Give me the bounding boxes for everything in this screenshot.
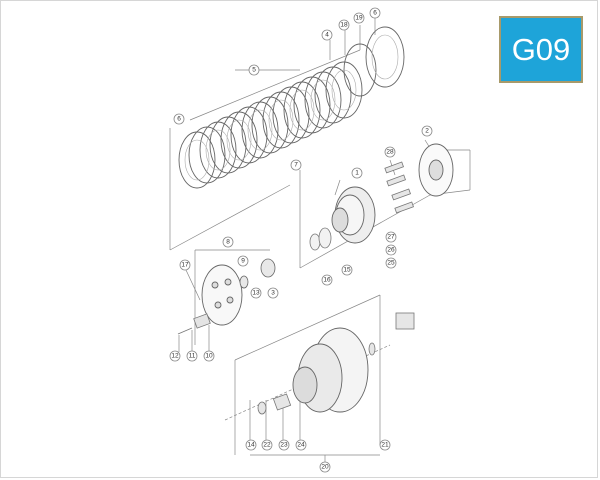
shaft-parts	[257, 312, 415, 415]
spring-bolts	[384, 161, 414, 214]
svg-text:24: 24	[297, 442, 305, 449]
svg-text:9: 9	[241, 258, 245, 265]
spring-and-bolt	[177, 313, 211, 335]
svg-text:3: 3	[271, 290, 275, 297]
section-code-badge: G09	[499, 16, 583, 83]
callout-26: 26	[385, 244, 397, 256]
callout-12: 12	[169, 350, 181, 362]
svg-text:2: 2	[425, 128, 429, 135]
callout-6-left: 6	[173, 113, 185, 125]
clutch-basket	[292, 327, 369, 413]
washer	[309, 227, 332, 251]
callout-7: 7	[290, 159, 302, 171]
callout-13: 13	[250, 287, 262, 299]
callout-27: 27	[385, 231, 397, 243]
callout-5: 5	[248, 64, 260, 76]
svg-text:23: 23	[280, 442, 288, 449]
callout-2: 2	[421, 125, 433, 137]
clutch-plate-stack	[178, 26, 405, 189]
svg-text:6: 6	[373, 10, 377, 17]
callout-20: 20	[319, 461, 331, 473]
svg-text:7: 7	[294, 162, 298, 169]
svg-text:21: 21	[381, 442, 389, 449]
svg-text:10: 10	[205, 353, 213, 360]
svg-text:11: 11	[189, 353, 196, 360]
svg-text:27: 27	[387, 234, 395, 241]
svg-text:25: 25	[387, 260, 395, 267]
callout-24: 24	[295, 439, 307, 451]
svg-text:15: 15	[343, 267, 351, 274]
svg-text:5: 5	[252, 67, 256, 74]
callout-23: 23	[278, 439, 290, 451]
bearing	[239, 258, 276, 289]
callout-11: 11	[186, 350, 198, 362]
svg-text:20: 20	[321, 464, 329, 471]
callout-8: 8	[222, 236, 234, 248]
callout-25: 25	[385, 257, 397, 269]
svg-text:14: 14	[247, 442, 255, 449]
callout-markers: 6 19 18 4 5 6 2 28 7 1 8 9 3 13 17 16 15…	[169, 7, 433, 473]
svg-text:8: 8	[226, 239, 230, 246]
svg-text:26: 26	[387, 247, 395, 254]
pressure-plate	[418, 143, 454, 197]
callout-16: 16	[321, 274, 333, 286]
svg-text:19: 19	[355, 15, 363, 22]
svg-text:6: 6	[177, 116, 181, 123]
callout-1: 1	[351, 167, 363, 179]
callout-18: 18	[338, 19, 350, 31]
callout-22: 22	[261, 439, 273, 451]
svg-text:18: 18	[340, 22, 348, 29]
clutch-hub	[331, 186, 376, 244]
callout-15: 15	[341, 264, 353, 276]
svg-text:16: 16	[323, 277, 331, 284]
callout-10: 10	[203, 350, 215, 362]
svg-text:28: 28	[386, 149, 394, 156]
plate-inner-rings	[184, 34, 399, 181]
svg-text:13: 13	[252, 290, 260, 297]
section-code: G09	[511, 31, 571, 67]
callout-28: 28	[384, 146, 396, 158]
svg-text:1: 1	[355, 170, 359, 177]
callout-3: 3	[267, 287, 279, 299]
callout-17: 17	[179, 259, 191, 271]
callout-9: 9	[237, 255, 249, 267]
svg-text:17: 17	[181, 262, 189, 269]
svg-text:12: 12	[171, 353, 179, 360]
callout-4: 4	[321, 29, 333, 41]
svg-text:4: 4	[325, 32, 329, 39]
svg-text:22: 22	[263, 442, 271, 449]
callout-14: 14	[245, 439, 257, 451]
release-disc	[201, 264, 243, 326]
callout-21: 21	[379, 439, 391, 451]
callout-6-top: 6	[369, 7, 381, 19]
callout-19: 19	[353, 12, 365, 24]
